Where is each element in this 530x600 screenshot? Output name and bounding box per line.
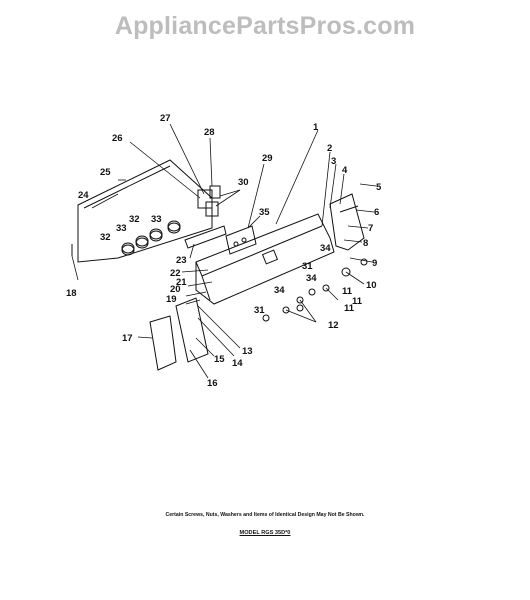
callout-14: 14 — [232, 358, 243, 369]
callout-33: 33 — [116, 223, 127, 234]
timer-module — [225, 225, 257, 255]
side-bracket — [149, 315, 177, 371]
callout-26: 26 — [112, 133, 123, 144]
site-watermark: AppliancePartsPros.com — [114, 12, 416, 40]
console-panel — [195, 213, 335, 305]
end-cap — [329, 193, 365, 251]
callout-23: 23 — [176, 255, 187, 266]
callout-15: 15 — [214, 354, 225, 365]
switch-bracket — [197, 189, 213, 209]
callout-labels: 1 2 3 4 5 6 7 8 9 10 11 11 11 12 13 14 1… — [66, 113, 382, 389]
callout-18: 18 — [66, 288, 77, 299]
callout-32-b: 32 — [129, 214, 140, 225]
leader-lines — [71, 123, 377, 379]
callout-6: 6 — [374, 207, 379, 218]
callout-8: 8 — [363, 238, 368, 249]
callout-19: 19 — [166, 294, 177, 305]
callout-11-c: 11 — [344, 303, 355, 314]
callout-32: 32 — [100, 232, 111, 243]
callout-16: 16 — [207, 378, 218, 389]
footnote: Certain Screws, Nuts, Washers and Items … — [165, 512, 365, 518]
display-plate — [184, 225, 227, 249]
model-number: MODEL RGS 35D*0 — [239, 530, 291, 536]
callout-24: 24 — [78, 190, 89, 201]
callout-22: 22 — [170, 268, 181, 279]
callout-34: 34 — [320, 243, 331, 254]
callout-17: 17 — [122, 333, 133, 344]
callout-29: 29 — [262, 153, 273, 164]
callout-20: 20 — [170, 284, 181, 295]
callout-12: 12 — [328, 320, 339, 331]
knobs-32-33 — [121, 220, 181, 256]
callout-33-b: 33 — [151, 214, 162, 225]
callout-31-b: 31 — [302, 261, 313, 272]
callout-5: 5 — [376, 182, 382, 193]
callout-35: 35 — [259, 207, 270, 218]
callout-21: 21 — [176, 277, 187, 288]
callout-31: 31 — [254, 305, 265, 316]
callout-34-b: 34 — [306, 273, 317, 284]
callout-10: 10 — [366, 280, 377, 291]
callout-25: 25 — [100, 167, 111, 178]
callout-30: 30 — [238, 177, 249, 188]
callout-1: 1 — [313, 122, 319, 133]
callout-9: 9 — [372, 258, 377, 269]
callout-3: 3 — [331, 156, 336, 167]
callout-34-c: 34 — [274, 285, 285, 296]
callout-11: 11 — [352, 296, 363, 307]
control-knobs — [262, 258, 368, 322]
callout-4: 4 — [342, 165, 348, 176]
callout-28: 28 — [204, 127, 215, 138]
callout-27: 27 — [160, 113, 171, 124]
callout-13: 13 — [242, 346, 253, 357]
callout-2: 2 — [327, 143, 332, 154]
rear-panel — [77, 159, 213, 263]
callout-11-b: 11 — [342, 286, 353, 297]
callout-7: 7 — [368, 223, 373, 234]
